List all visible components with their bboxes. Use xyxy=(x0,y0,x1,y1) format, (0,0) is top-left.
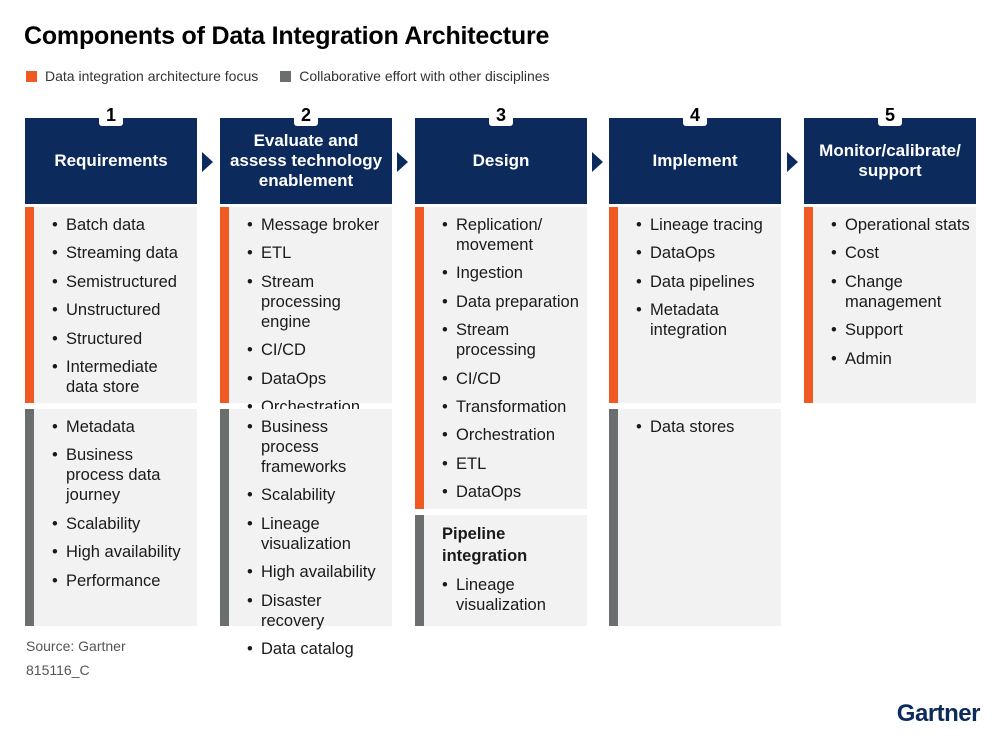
list-item: Lineage tracing xyxy=(636,215,775,235)
focus-section: Operational stats Cost Change management… xyxy=(804,207,976,403)
column-heading: Requirements xyxy=(25,118,197,204)
source-note: Source: Gartner xyxy=(26,638,126,654)
list-item: Disaster recovery xyxy=(247,591,386,631)
list-item: Stream processing engine xyxy=(247,272,386,332)
list-item: Intermediate data store xyxy=(52,357,191,397)
step-number: 5 xyxy=(878,102,902,126)
list-item: Orchestration xyxy=(442,425,581,445)
arrow-right-icon xyxy=(787,152,798,172)
list-item: Business process data journey xyxy=(52,445,191,505)
column-evaluate: 2 Evaluate and assess technology enablem… xyxy=(220,102,392,659)
list-item: Admin xyxy=(831,349,970,369)
list-item: Batch data xyxy=(52,215,191,235)
legend-label-collab: Collaborative effort with other discipli… xyxy=(299,68,550,84)
list-item: Semistructured xyxy=(52,272,191,292)
list-item: Cost xyxy=(831,243,970,263)
list-item: Lineage visualization xyxy=(442,575,581,615)
legend-label-focus: Data integration architecture focus xyxy=(45,68,259,84)
legend: Data integration architecture focus Coll… xyxy=(26,68,572,84)
section-title: Pipeline integration xyxy=(442,525,528,565)
list-item: High availability xyxy=(52,542,191,562)
column-heading: Implement xyxy=(609,118,781,204)
collab-section: Metadata Business process data journey S… xyxy=(25,409,197,626)
list-item: Performance xyxy=(52,571,191,591)
step-number: 2 xyxy=(294,102,318,126)
list-item: DataOps xyxy=(442,482,581,502)
pipeline-integration-section: Pipeline integration Lineage visualizati… xyxy=(415,515,587,626)
step-number: 1 xyxy=(99,102,123,126)
list-item: Stream processing xyxy=(442,320,581,360)
list-item: DataOps xyxy=(636,243,775,263)
diagram-title: Components of Data Integration Architect… xyxy=(24,22,550,50)
arrow-right-icon xyxy=(592,152,603,172)
step-number: 4 xyxy=(683,102,707,126)
list-item: Scalability xyxy=(52,514,191,534)
column-monitor: 5 Monitor/calibrate/ support Operational… xyxy=(804,102,976,403)
list-item: ETL xyxy=(247,243,386,263)
list-item: Business process frameworks xyxy=(247,417,386,477)
column-heading: Design xyxy=(415,118,587,204)
list-item: DataOps xyxy=(247,369,386,389)
list-item: Lineage visualization xyxy=(247,514,386,554)
legend-swatch-gray xyxy=(280,70,292,82)
list-item: CI/CD xyxy=(247,340,386,360)
arrow-right-icon xyxy=(397,152,408,172)
list-item: Message broker xyxy=(247,215,386,235)
collab-section: Data stores xyxy=(609,409,781,626)
column-heading: Monitor/calibrate/ support xyxy=(804,118,976,204)
list-item: Change management xyxy=(831,272,970,312)
arrow-right-icon xyxy=(202,152,213,172)
list-item: High availability xyxy=(247,562,386,582)
list-item: Structured xyxy=(52,329,191,349)
collab-section: Business process frameworks Scalability … xyxy=(220,409,392,659)
legend-item-focus: Data integration architecture focus xyxy=(26,68,258,84)
list-item: Unstructured xyxy=(52,300,191,320)
list-item: ETL xyxy=(442,454,581,474)
focus-section: Batch data Streaming data Semistructured… xyxy=(25,207,197,403)
gartner-logo: Gartner xyxy=(896,700,981,727)
list-item: CI/CD xyxy=(442,369,581,389)
list-item: Data catalog xyxy=(247,639,386,659)
list-item: Scalability xyxy=(247,485,386,505)
list-item: Data preparation xyxy=(442,292,581,312)
list-item: Replication/ movement xyxy=(442,215,581,255)
focus-section: Lineage tracing DataOps Data pipelines M… xyxy=(609,207,781,403)
list-item: Data pipelines xyxy=(636,272,775,292)
focus-section: Message broker ETL Stream processing eng… xyxy=(220,207,392,417)
column-implement: 4 Implement Lineage tracing DataOps Data… xyxy=(609,102,781,626)
list-item: Support xyxy=(831,320,970,340)
list-item: Metadata integration xyxy=(636,300,775,340)
column-design: 3 Design Replication/ movement Ingestion… xyxy=(415,102,587,626)
step-number: 3 xyxy=(489,102,513,126)
list-item: Metadata xyxy=(52,417,191,437)
legend-item-collab: Collaborative effort with other discipli… xyxy=(280,68,550,84)
legend-swatch-orange xyxy=(26,70,37,82)
focus-section: Replication/ movement Ingestion Data pre… xyxy=(415,207,587,509)
figure-code: 815116_C xyxy=(26,662,90,678)
list-item: Streaming data xyxy=(52,243,191,263)
column-requirements: 1 Requirements Batch data Streaming data… xyxy=(25,102,197,626)
list-item: Ingestion xyxy=(442,263,581,283)
list-item: Operational stats xyxy=(831,215,970,235)
list-item: Transformation xyxy=(442,397,581,417)
list-item: Data stores xyxy=(636,417,775,437)
column-heading: Evaluate and assess technology enablemen… xyxy=(220,118,392,204)
